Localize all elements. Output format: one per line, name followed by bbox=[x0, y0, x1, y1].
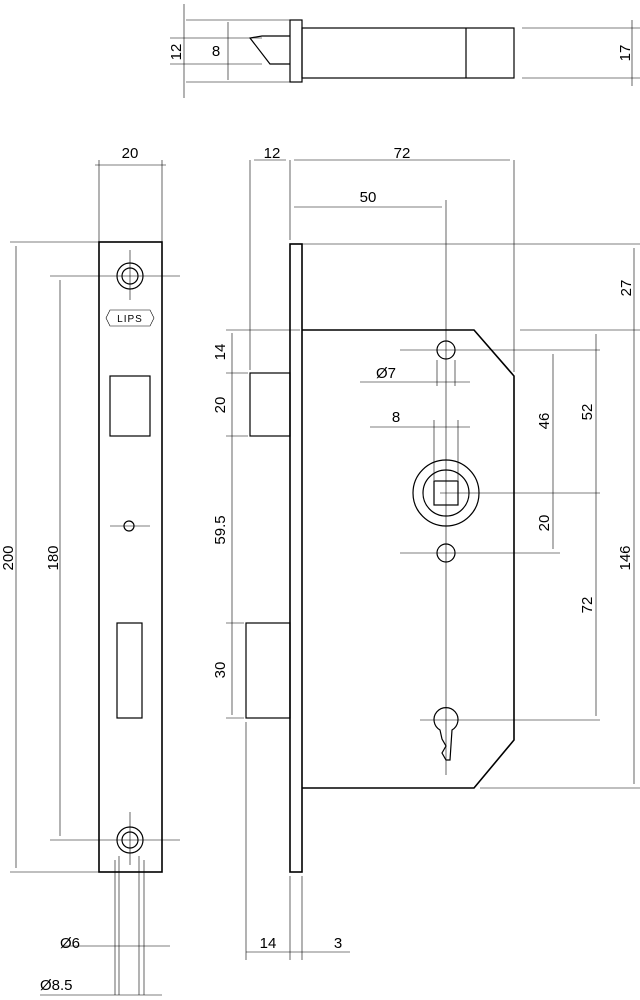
dim-backset-offset: 12 bbox=[264, 145, 281, 162]
dim-spindle-square: 8 bbox=[392, 409, 400, 426]
dim-faceplate-width: 20 bbox=[122, 145, 139, 162]
dim-screw-diameter: Ø6 bbox=[60, 935, 80, 952]
dim-countersink-diameter: Ø8.5 bbox=[40, 977, 73, 994]
lips-logo: LIPS bbox=[117, 314, 143, 325]
dim-latch-height: 12 bbox=[168, 44, 185, 61]
dim-46: 46 bbox=[536, 413, 553, 430]
dim-latch-bevel: 8 bbox=[212, 43, 220, 60]
dim-latch-total: 17 bbox=[617, 45, 634, 62]
dim-top-gap: 27 bbox=[618, 280, 635, 297]
dim-20-lower: 20 bbox=[536, 515, 553, 532]
dim-latch-from-top: 14 bbox=[212, 344, 229, 361]
dim-follower-diameter: Ø7 bbox=[376, 365, 396, 382]
dim-backset: 50 bbox=[360, 189, 377, 206]
dim-screw-spacing: 180 bbox=[45, 545, 62, 570]
lock-case-side-view bbox=[226, 159, 640, 960]
dim-body-depth: 72 bbox=[394, 145, 411, 162]
dim-follower-to-key: 72 bbox=[579, 597, 596, 614]
dim-case-height: 146 bbox=[617, 545, 634, 570]
dim-latch-to-bolt: 59.5 bbox=[212, 515, 229, 544]
dim-faceplate-length: 200 bbox=[0, 545, 17, 570]
dim-latch-hole-height: 20 bbox=[212, 397, 229, 414]
dim-faceplate-thickness: 3 bbox=[334, 935, 342, 952]
dim-bolt-height: 30 bbox=[212, 662, 229, 679]
latch-top-view bbox=[170, 4, 640, 98]
dim-52: 52 bbox=[579, 404, 596, 421]
faceplate-front-view bbox=[10, 160, 180, 996]
dim-bolt-projection: 14 bbox=[260, 935, 277, 952]
